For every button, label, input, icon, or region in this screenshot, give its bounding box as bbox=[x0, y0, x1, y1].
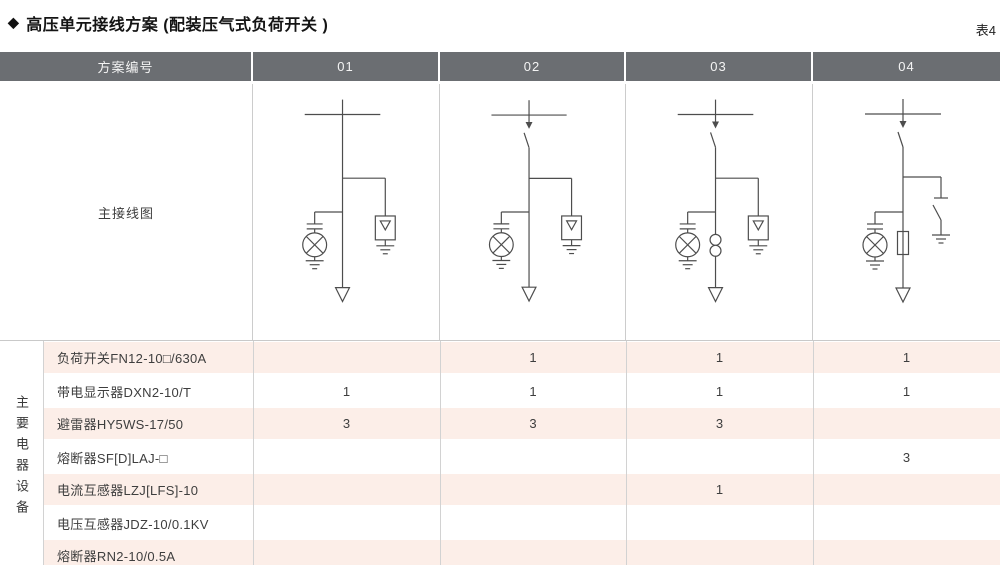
quantity-cell bbox=[813, 474, 1000, 505]
quantity-cell bbox=[253, 508, 440, 539]
diagram-row-label: 主接线图 bbox=[0, 84, 253, 340]
quantity-cell: 1 bbox=[529, 350, 537, 365]
table-row: 负荷开关FN12-10□/630A 1 1 1 bbox=[43, 341, 1000, 376]
page-title-text: 高压单元接线方案 (配装压气式负荷开关 ) bbox=[26, 16, 329, 34]
header-scheme-02: 02 bbox=[440, 52, 626, 81]
table-divider bbox=[813, 341, 814, 565]
table-row: 电压互感器JDZ-10/0.1KV bbox=[43, 508, 1000, 539]
table-number: 表4 bbox=[975, 23, 996, 38]
header-scheme-col: 方案编号 bbox=[0, 52, 253, 81]
table-divider bbox=[440, 341, 441, 565]
table-header-row: 方案编号 01 02 03 04 bbox=[0, 52, 1000, 81]
equipment-rows: 负荷开关FN12-10□/630A 1 1 1 带电显示器DXN2-10/T 1… bbox=[43, 341, 1000, 565]
circuit-diagram-svg bbox=[488, 100, 583, 303]
diagram-row: 主接线图 bbox=[0, 84, 1000, 341]
quantity-cell bbox=[440, 540, 626, 565]
table-divider bbox=[253, 341, 254, 565]
circuit-diagram-svg bbox=[862, 99, 950, 304]
scheme-01-diagram bbox=[253, 84, 440, 340]
scheme-table: 方案编号 01 02 03 04 主接线图 主要电器设备 负荷开关FN12-10… bbox=[0, 52, 1000, 565]
quantity-cell: 3 bbox=[342, 416, 351, 431]
scheme-03-diagram bbox=[626, 84, 813, 340]
quantity-cell bbox=[626, 442, 813, 473]
quantity-cell bbox=[813, 540, 1000, 565]
header-scheme-04: 04 bbox=[813, 52, 1000, 81]
quantity-cell bbox=[253, 540, 440, 565]
circuit-diagram-svg bbox=[675, 99, 769, 303]
quantity-cell bbox=[253, 342, 440, 373]
quantity-cell: 1 bbox=[902, 350, 911, 365]
header-scheme-01: 01 bbox=[253, 52, 440, 81]
scheme-04-diagram bbox=[813, 84, 1000, 340]
quantity-cell bbox=[253, 442, 440, 473]
table-row: 熔断器SF[D]LAJ-□ 3 bbox=[43, 442, 1000, 473]
quantity-cell: 3 bbox=[529, 416, 537, 431]
quantity-cell bbox=[440, 474, 626, 505]
equipment-group-label: 主要电器设备 bbox=[14, 394, 29, 521]
quantity-cell: 1 bbox=[715, 482, 724, 497]
page-title: ◆ 高压单元接线方案 (配装压气式负荷开关 ) bbox=[8, 6, 328, 39]
quantity-cell: 1 bbox=[902, 384, 911, 399]
quantity-cell: 3 bbox=[715, 416, 724, 431]
quantity-cell: 1 bbox=[715, 384, 724, 399]
table-row: 电流互感器LZJ[LFS]-10 1 bbox=[43, 473, 1000, 508]
table-row: 避雷器HY5WS-17/50 3 3 3 bbox=[43, 407, 1000, 442]
title-bar: ◆ 高压单元接线方案 (配装压气式负荷开关 ) 表4 bbox=[0, 0, 1000, 39]
quantity-cell: 1 bbox=[529, 384, 537, 399]
equipment-name: 电压互感器JDZ-10/0.1KV bbox=[57, 517, 209, 532]
quantity-cell: 1 bbox=[342, 384, 351, 399]
quantity-cell bbox=[626, 540, 813, 565]
table-row: 熔断器RN2-10/0.5A bbox=[43, 539, 1000, 565]
equipment-group-cell: 主要电器设备 bbox=[0, 341, 43, 565]
diamond-icon: ◆ bbox=[8, 14, 20, 30]
equipment-name: 避雷器HY5WS-17/50 bbox=[57, 417, 184, 432]
quantity-cell bbox=[253, 474, 440, 505]
equipment-name: 熔断器RN2-10/0.5A bbox=[57, 549, 176, 564]
equipment-name: 负荷开关FN12-10□/630A bbox=[57, 351, 207, 366]
header-scheme-03: 03 bbox=[626, 52, 813, 81]
quantity-cell bbox=[440, 508, 626, 539]
equipment-name: 带电显示器DXN2-10/T bbox=[57, 385, 192, 400]
equipment-name: 熔断器SF[D]LAJ-□ bbox=[57, 451, 168, 466]
quantity-cell bbox=[626, 508, 813, 539]
quantity-cell: 1 bbox=[715, 350, 724, 365]
quantity-cell bbox=[813, 508, 1000, 539]
quantity-cell bbox=[813, 408, 1000, 439]
quantity-cell bbox=[440, 442, 626, 473]
equipment-name: 电流互感器LZJ[LFS]-10 bbox=[57, 483, 199, 498]
equipment-table-body: 主要电器设备 负荷开关FN12-10□/630A 1 1 1 带电显示器DXN2… bbox=[0, 341, 1000, 565]
table-divider bbox=[43, 341, 44, 565]
table-row: 带电显示器DXN2-10/T 1 1 1 1 bbox=[43, 376, 1000, 407]
quantity-cell: 3 bbox=[902, 450, 911, 465]
scheme-02-diagram bbox=[440, 84, 626, 340]
circuit-diagram-svg bbox=[302, 99, 396, 303]
table-divider bbox=[626, 341, 627, 565]
